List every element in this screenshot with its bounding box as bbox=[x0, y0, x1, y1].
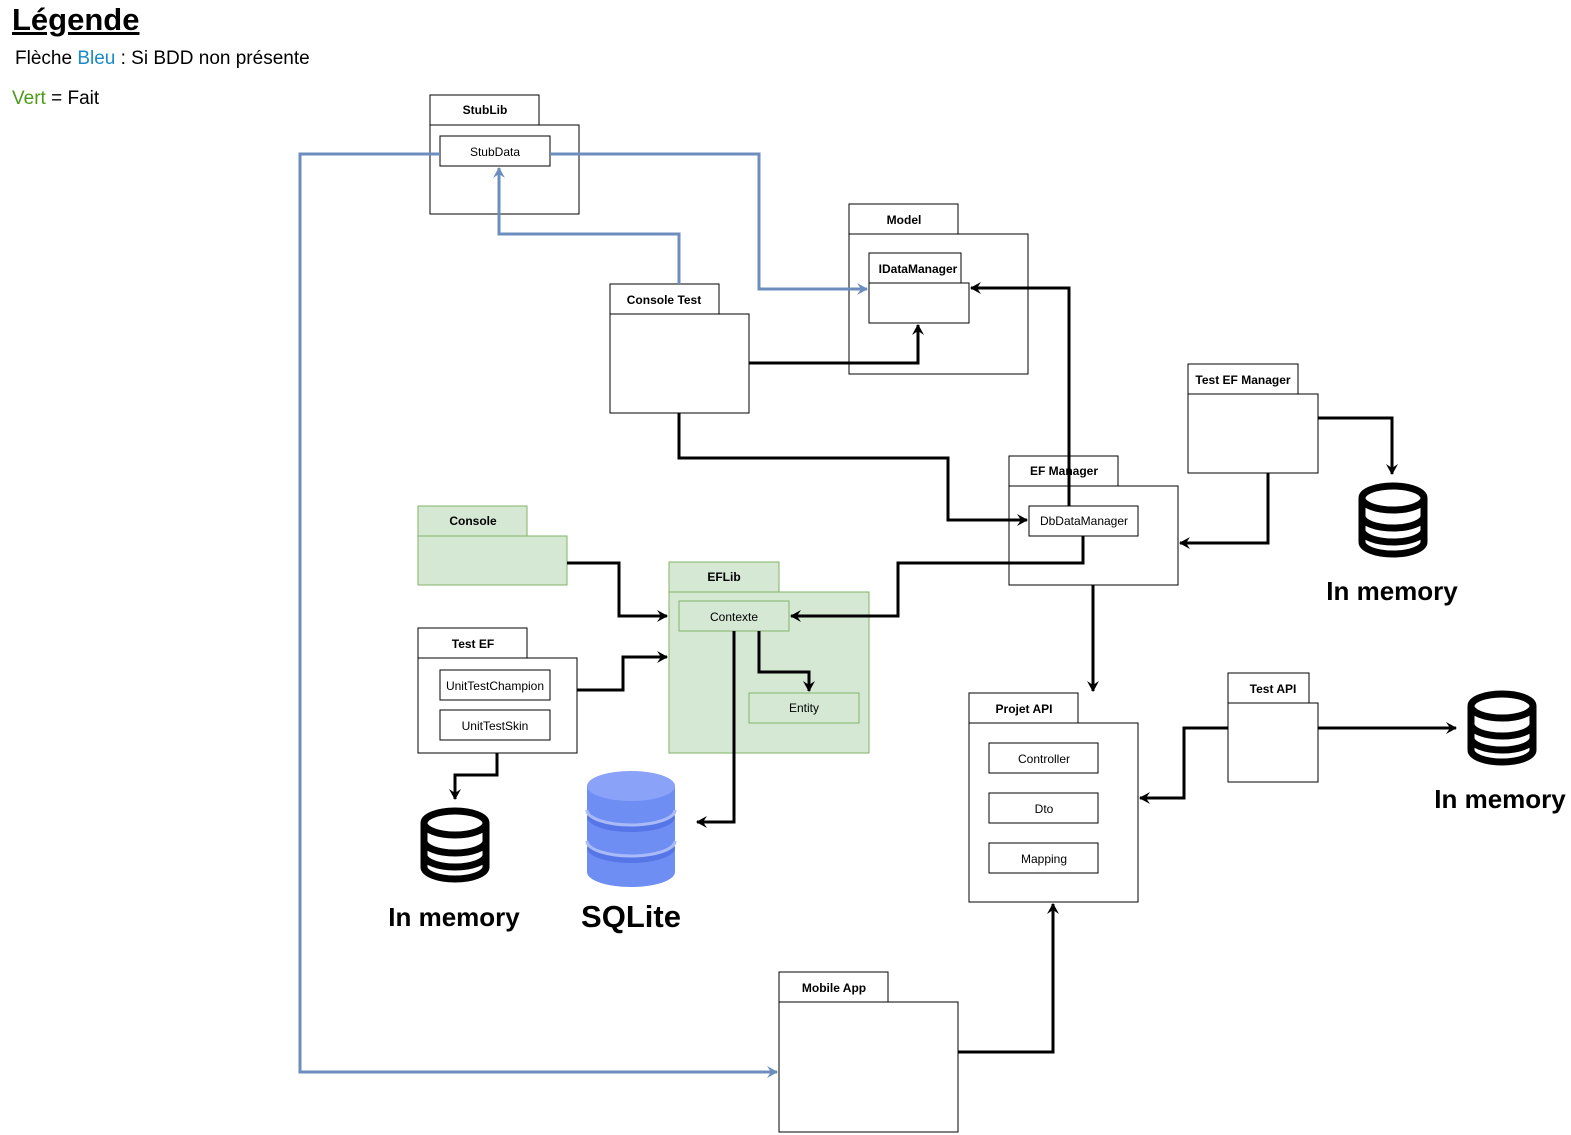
arrow-testef-to-db bbox=[449, 753, 499, 800]
legend-green-line: Vert = Fait bbox=[12, 88, 99, 110]
package-test-api: Test API bbox=[1227, 672, 1319, 783]
class-unit-test-skin: UnitTestSkin bbox=[439, 709, 551, 741]
arrow-dbdatamanager-to-contexte bbox=[790, 536, 1085, 622]
sqlite-database-icon bbox=[585, 771, 677, 887]
db-label-test-ef-manager: In memory bbox=[1326, 576, 1458, 606]
package-test-ef-manager: Test EF Manager bbox=[1187, 363, 1319, 474]
package-projet-api-label: Projet API bbox=[996, 702, 1053, 716]
arrow-consoletest-to-stubdata bbox=[493, 167, 681, 284]
package-ef-manager-label: EF Manager bbox=[1030, 464, 1098, 478]
legend-blue-prefix: Flèche bbox=[15, 48, 78, 69]
arrow-stubdata-to-mobileapp bbox=[298, 152, 778, 1078]
legend-title: Légende bbox=[12, 2, 140, 37]
package-eflib: EFLib bbox=[668, 561, 870, 754]
class-dbdatamanager: DbDataManager bbox=[1028, 505, 1139, 537]
class-idatamanager: IDataManager bbox=[868, 252, 970, 324]
package-test-ef-label: Test EF bbox=[452, 637, 494, 651]
class-dbdatamanager-label: DbDataManager bbox=[1040, 514, 1128, 528]
arrow-stubdata-to-idatamanager bbox=[550, 152, 868, 295]
legend-blue-line: Flèche Bleu : Si BDD non présente bbox=[15, 48, 310, 70]
class-dto: Dto bbox=[988, 792, 1099, 824]
class-stubdata-label: StubData bbox=[470, 145, 520, 159]
class-unit-test-champion-label: UnitTestChampion bbox=[446, 679, 544, 693]
db-label-test-ef: In memory bbox=[388, 902, 520, 932]
arrow-testefmanager-to-db bbox=[1318, 416, 1398, 475]
legend-blue-word: Bleu bbox=[77, 48, 116, 69]
package-console-label: Console bbox=[449, 514, 497, 528]
class-entity-label: Entity bbox=[789, 701, 819, 715]
arrow-contexte-to-entity bbox=[757, 631, 815, 692]
class-unit-test-champion: UnitTestChampion bbox=[439, 669, 551, 701]
db-label-test-api: In memory bbox=[1434, 784, 1566, 814]
class-dto-label: Dto bbox=[1035, 802, 1054, 816]
package-console-test: Console Test bbox=[609, 283, 750, 414]
arrow-contexte-to-sqlite bbox=[696, 631, 736, 828]
class-entity: Entity bbox=[748, 692, 860, 724]
database-icon bbox=[1467, 690, 1537, 766]
class-mapping: Mapping bbox=[988, 842, 1099, 874]
class-stubdata: StubData bbox=[439, 135, 551, 167]
package-mobile-app-label: Mobile App bbox=[802, 981, 866, 995]
class-mapping-label: Mapping bbox=[1021, 852, 1067, 866]
arrow-console-to-eflib bbox=[567, 561, 668, 622]
arrow-testapi-to-projetapi bbox=[1139, 726, 1228, 804]
class-contexte: Contexte bbox=[678, 600, 790, 632]
package-eflib-label: EFLib bbox=[707, 570, 740, 584]
package-mobile-app: Mobile App bbox=[778, 971, 959, 1133]
legend-green-suffix: = Fait bbox=[45, 88, 100, 109]
arrow-testef-to-eflib bbox=[577, 651, 668, 692]
class-unit-test-skin-label: UnitTestSkin bbox=[462, 719, 529, 733]
class-controller-label: Controller bbox=[1018, 752, 1070, 766]
arrow-testefmanager-to-efmanager bbox=[1179, 473, 1270, 549]
legend-blue-suffix: : Si BDD non présente bbox=[115, 48, 310, 69]
arrow-mobileapp-to-projetapi bbox=[958, 903, 1059, 1054]
package-test-ef-manager-label: Test EF Manager bbox=[1195, 373, 1290, 387]
package-test-api-label: Test API bbox=[1250, 682, 1297, 696]
legend-green-word: Vert bbox=[12, 88, 46, 109]
arrow-consoletest-to-idatamanager bbox=[749, 324, 924, 365]
db-label-sqlite: SQLite bbox=[581, 899, 681, 934]
database-icon bbox=[420, 807, 490, 883]
database-icon bbox=[1358, 482, 1428, 558]
package-console: Console bbox=[417, 505, 568, 586]
class-controller: Controller bbox=[988, 742, 1099, 774]
class-contexte-label: Contexte bbox=[710, 610, 758, 624]
package-stublib-label: StubLib bbox=[463, 103, 508, 117]
package-console-test-label: Console Test bbox=[627, 293, 701, 307]
arrow-consoletest-to-dbdatamanager bbox=[677, 413, 1028, 526]
class-idatamanager-label: IDataManager bbox=[879, 262, 958, 276]
arrow-dbdatamanager-to-idatamanager bbox=[970, 282, 1071, 506]
package-model-label: Model bbox=[887, 213, 922, 227]
